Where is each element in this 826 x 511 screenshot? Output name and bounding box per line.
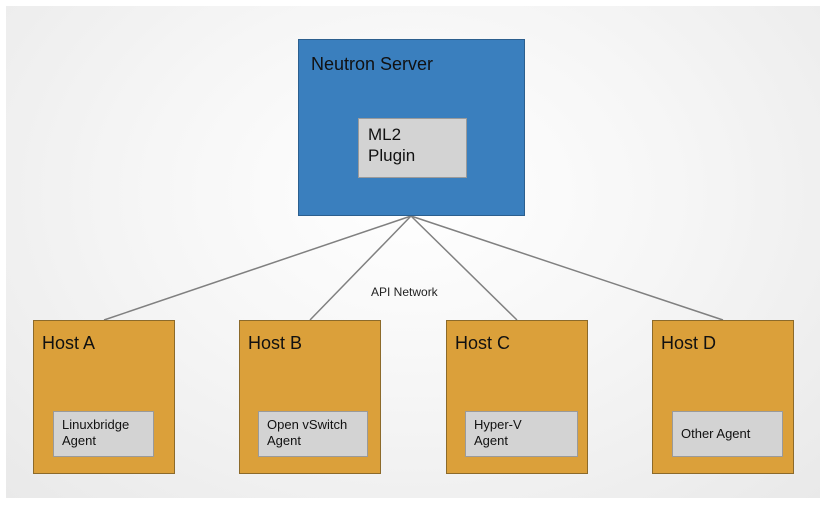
plugin-label-line-2: Plugin <box>368 146 416 165</box>
link-host-c <box>410 215 518 321</box>
host-a-title: Host A <box>42 333 96 353</box>
host-c-box: Host C Hyper-V Agent <box>446 320 588 474</box>
host-a-box: Host A Linuxbridge Agent <box>33 320 175 474</box>
other-agent-box: Other Agent <box>672 411 783 457</box>
plugin-label-line-1: ML2 <box>368 125 402 144</box>
agent-label-line-1: Open vSwitch <box>267 417 348 432</box>
neutron-server-box: Neutron Server ML2 Plugin <box>298 39 525 216</box>
link-host-a <box>103 215 412 321</box>
ml2-plugin-box: ML2 Plugin <box>358 118 467 178</box>
host-b-title: Host B <box>248 333 303 353</box>
host-d-box: Host D Other Agent <box>652 320 794 474</box>
agent-label-line-2: Agent <box>267 433 301 448</box>
link-host-b <box>309 215 412 321</box>
agent-label-line-1: Hyper-V <box>474 417 522 432</box>
open-vswitch-agent-box: Open vSwitch Agent <box>258 411 368 457</box>
neutron-server-title: Neutron Server <box>311 54 434 74</box>
agent-label-line-2: Agent <box>62 433 96 448</box>
hyper-v-agent-box: Hyper-V Agent <box>465 411 578 457</box>
host-b-box: Host B Open vSwitch Agent <box>239 320 381 474</box>
host-c-title: Host C <box>455 333 511 353</box>
agent-label-line-2: Agent <box>474 433 508 448</box>
agent-label-line-1: Linuxbridge <box>62 417 130 432</box>
agent-label-line-1: Other Agent <box>681 426 751 441</box>
host-d-title: Host D <box>661 333 717 353</box>
api-network-label: API Network <box>371 285 438 299</box>
link-host-d <box>410 215 724 321</box>
linuxbridge-agent-box: Linuxbridge Agent <box>53 411 154 457</box>
